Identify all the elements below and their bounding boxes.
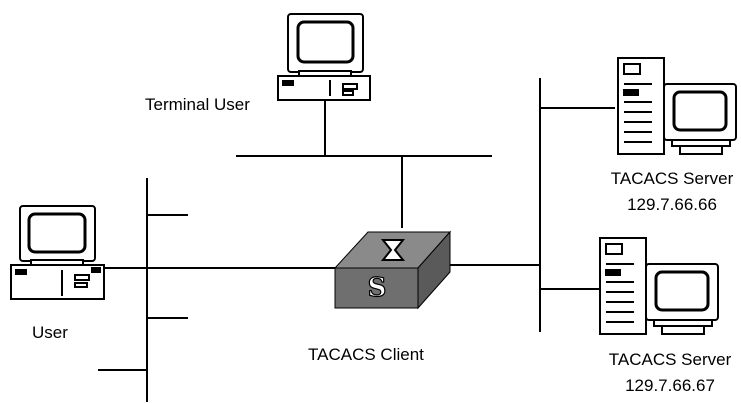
network-links — [98, 78, 615, 402]
tacacs-server-2-icon — [599, 237, 719, 335]
server1-ip-label: 129.7.66.66 — [627, 195, 717, 214]
switch-icon — [333, 230, 452, 310]
tacacs-client-label: TACACS Client — [308, 345, 424, 364]
switch-letter: S — [368, 273, 387, 303]
server1-name-label: TACACS Server — [610, 169, 734, 188]
tacacs-server-1-icon — [617, 57, 737, 155]
terminal-user-label: Terminal User — [145, 95, 250, 114]
user-label: User — [32, 323, 68, 342]
terminal-user-computer-icon — [277, 13, 371, 101]
user-computer-icon — [10, 205, 105, 300]
server2-ip-label: 129.7.66.67 — [625, 376, 715, 395]
server2-name-label: TACACS Server — [608, 350, 732, 369]
